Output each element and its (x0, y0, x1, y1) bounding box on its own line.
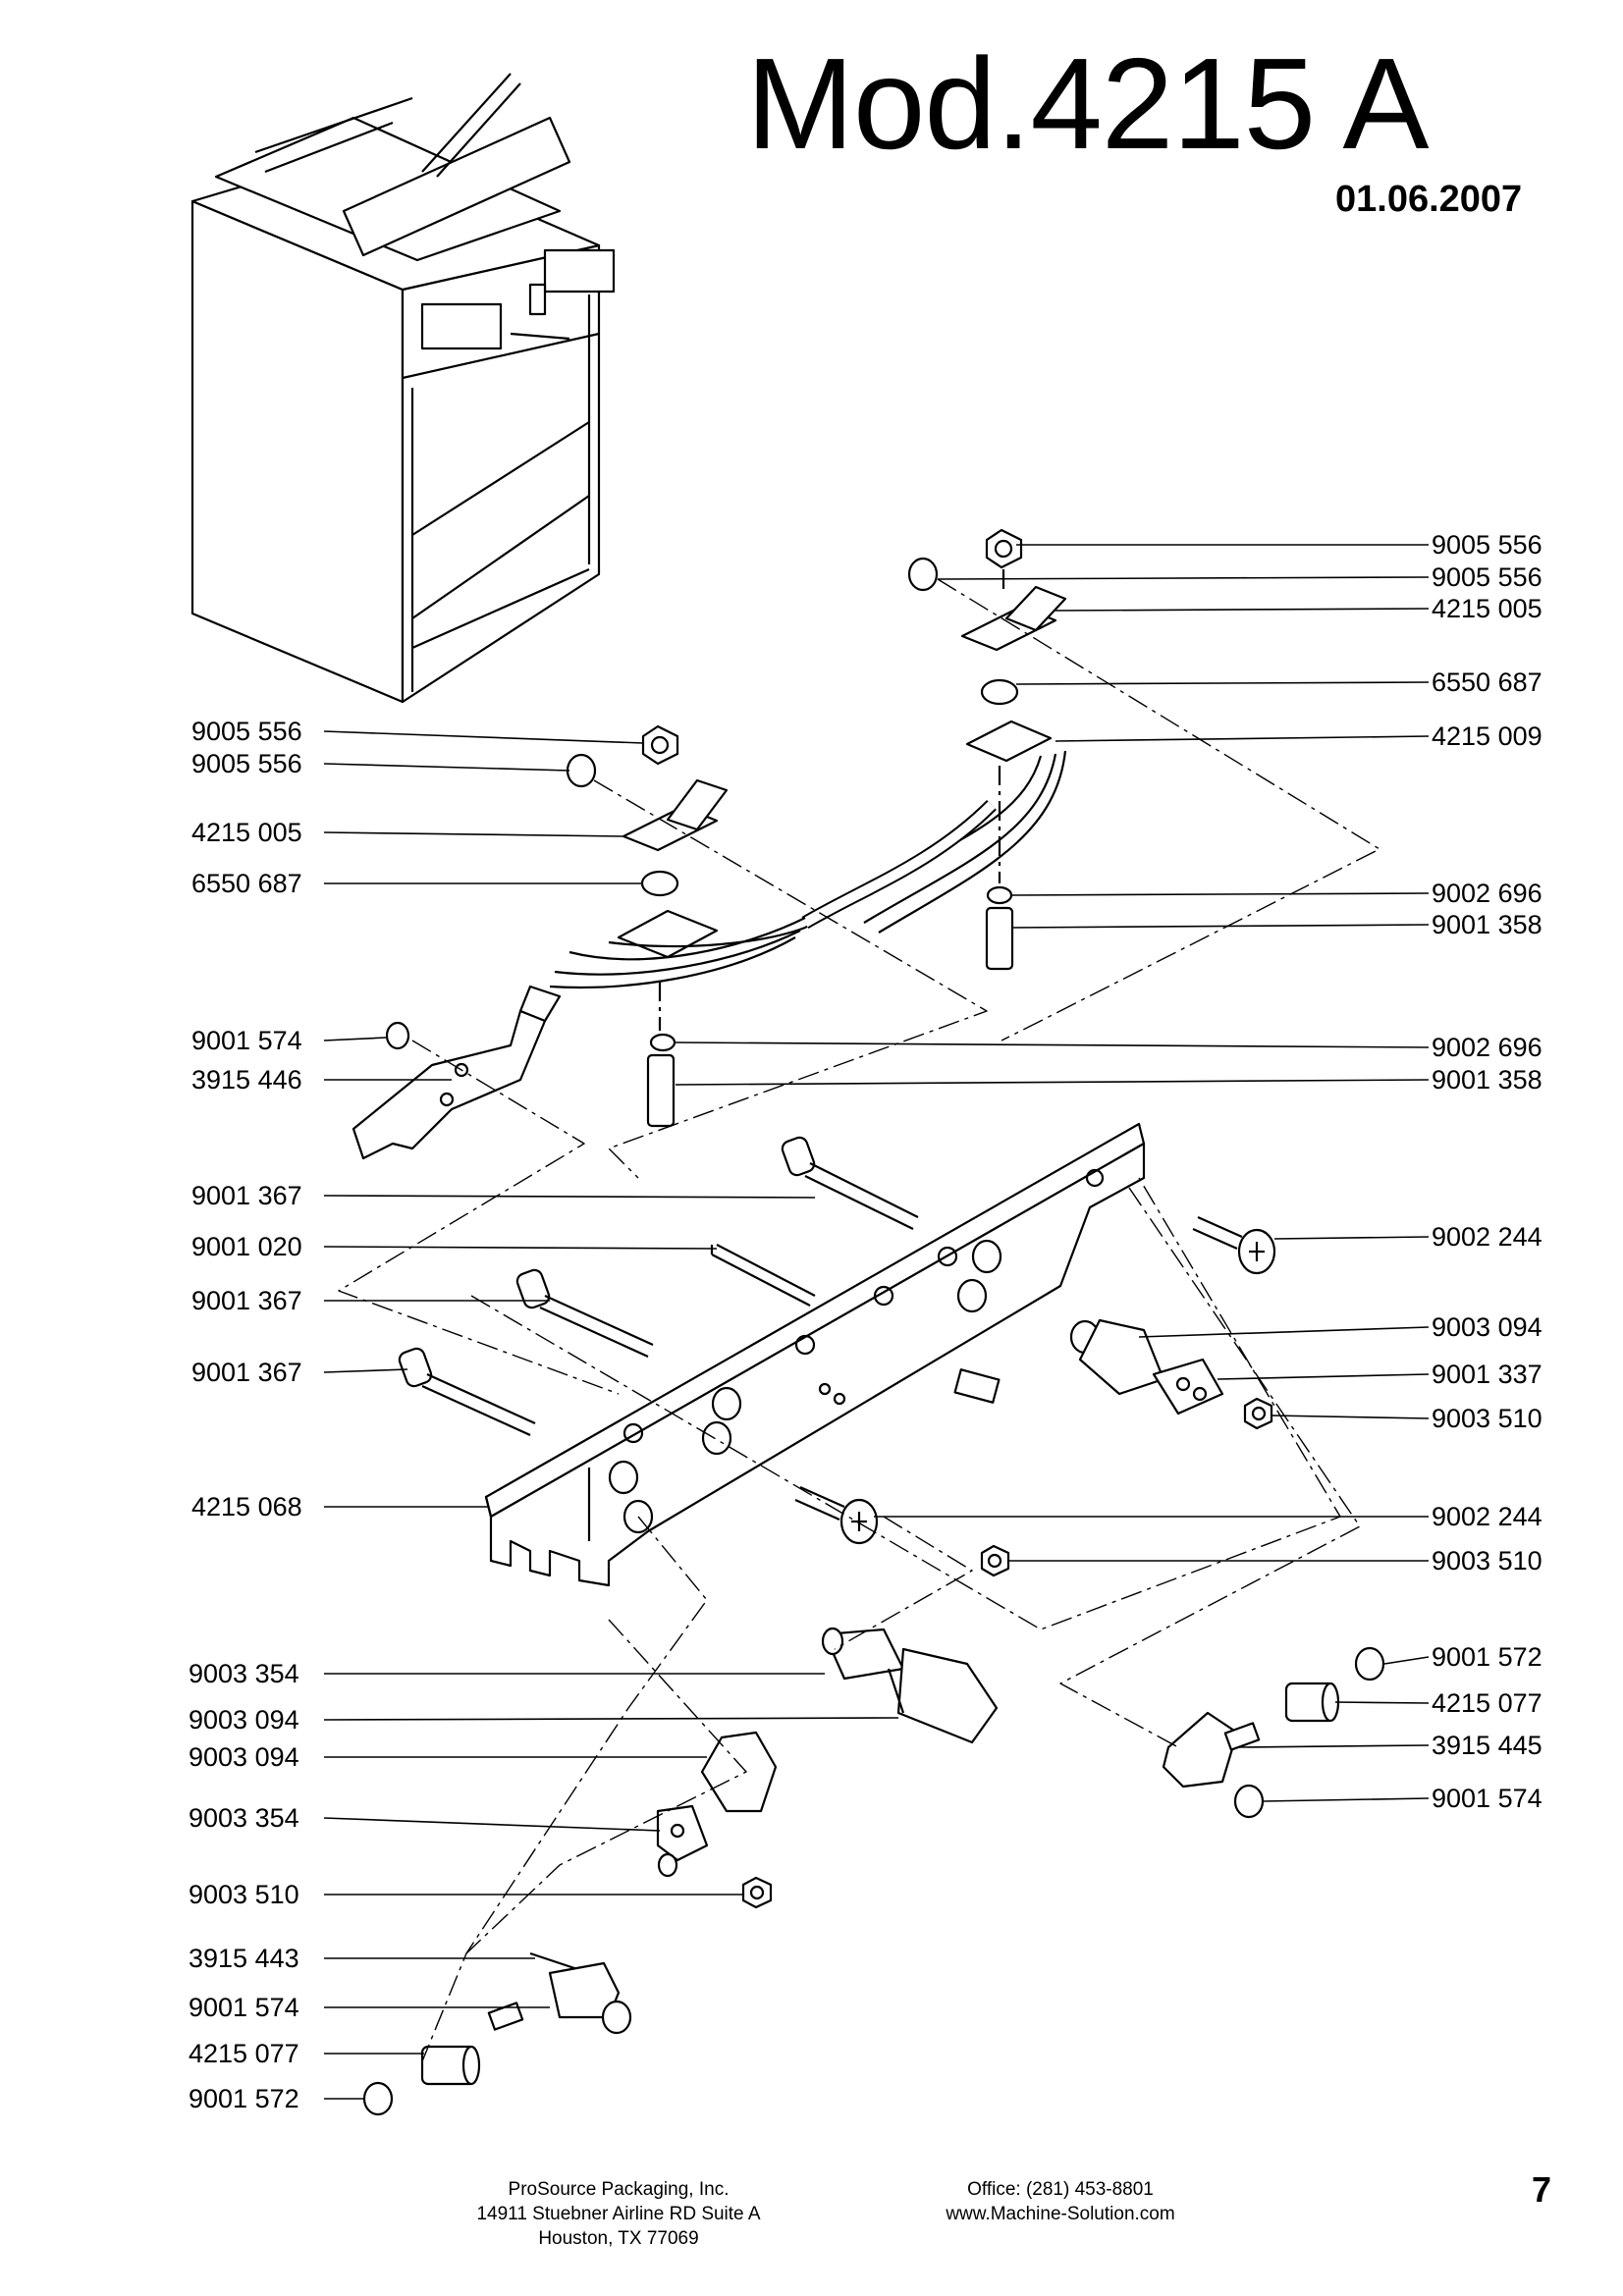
part-label: 3915 446 (191, 1065, 302, 1095)
cable-harness (549, 750, 1067, 989)
right-part-labels: 9005 556 9005 556 4215 005 6550 687 4215… (1432, 530, 1542, 1813)
part-label: 9003 094 (1432, 1312, 1542, 1342)
part-label: 9001 337 (1432, 1360, 1542, 1389)
lower-right-plunger-group (1162, 1646, 1385, 1819)
part-label: 9003 510 (189, 1880, 299, 1909)
upper-left-bracket-assembly (566, 724, 729, 1128)
part-label: 9002 244 (1432, 1222, 1542, 1252)
footer-address: 14911 Stuebner Airline RD Suite A (476, 2204, 761, 2224)
part-label: 9003 094 (189, 1742, 299, 1772)
part-label: 9001 358 (1432, 910, 1542, 939)
part-label: 9005 556 (191, 717, 302, 746)
threaded-rod (710, 1244, 816, 1307)
lower-left-plunger-group (362, 1951, 632, 2116)
part-label: 9002 696 (1432, 879, 1542, 908)
part-label: 3915 443 (189, 1944, 299, 1973)
part-label: 6550 687 (1432, 667, 1542, 697)
part-label: 9001 020 (191, 1232, 302, 1261)
footer-company: ProSource Packaging, Inc. (508, 2179, 730, 2200)
footer-company-block: ProSource Packaging, Inc. 14911 Stuebner… (422, 2177, 815, 2251)
page-number: 7 (1532, 2169, 1552, 2210)
part-label: 9001 358 (1432, 1065, 1542, 1095)
footer-website[interactable]: www.Machine-Solution.com (946, 2204, 1175, 2224)
machine-overview-illustration (190, 73, 616, 704)
part-label: 3915 445 (1432, 1731, 1542, 1760)
leader-lines (323, 544, 1430, 2100)
part-label: 4215 077 (1432, 1688, 1542, 1718)
part-label: 4215 068 (191, 1492, 302, 1522)
revision-date: 01.06.2007 (1335, 179, 1523, 220)
part-label: 9003 510 (1432, 1404, 1542, 1433)
upper-right-bracket-assembly (907, 528, 1067, 971)
part-label: 6550 687 (191, 869, 302, 898)
assembly-guide-lines (338, 578, 1380, 2062)
part-label: 4215 009 (1432, 721, 1542, 751)
right-micro-switch-group (953, 1318, 1273, 1430)
part-label: 4215 077 (189, 2039, 299, 2068)
part-label: 9001 367 (191, 1358, 302, 1387)
footer-city: Houston, TX 77069 (538, 2228, 699, 2249)
part-label: 9002 244 (1432, 1502, 1542, 1531)
part-label: 9001 572 (1432, 1642, 1542, 1672)
part-label: 9001 574 (191, 1026, 302, 1055)
part-label: 9001 367 (191, 1181, 302, 1210)
part-label: 9005 556 (1432, 562, 1542, 592)
part-label: 9003 354 (189, 1803, 299, 1833)
footer-office: Office: (281) 453-8801 (967, 2179, 1154, 2200)
lever-part (352, 985, 562, 1160)
part-label: 9003 354 (189, 1659, 299, 1688)
part-label: 4215 005 (1432, 594, 1542, 623)
part-label: 9001 574 (1432, 1784, 1542, 1813)
part-label: 9001 367 (191, 1286, 302, 1315)
part-label: 4215 005 (191, 818, 302, 847)
screws (794, 1215, 1276, 1545)
main-rail (484, 1122, 1146, 1587)
lower-left-micro-switch-group (656, 1731, 778, 1909)
model-title: Mod.4215 A (746, 31, 1430, 176)
footer-contact-block: Office: (281) 453-8801 www.Machine-Solut… (903, 2177, 1217, 2226)
long-bolts (398, 1136, 919, 1437)
left-part-labels: 9005 556 9005 556 4215 005 6550 687 9001… (189, 717, 302, 2113)
part-label: 9001 572 (189, 2084, 299, 2113)
middle-micro-switch-group (821, 1544, 1010, 1744)
part-label: 9003 094 (189, 1705, 299, 1735)
part-label: 9005 556 (1432, 530, 1542, 560)
part-label: 9003 510 (1432, 1546, 1542, 1575)
part-label: 9001 574 (189, 1993, 299, 2022)
part-label: 9005 556 (191, 749, 302, 778)
part-label: 9002 696 (1432, 1033, 1542, 1062)
